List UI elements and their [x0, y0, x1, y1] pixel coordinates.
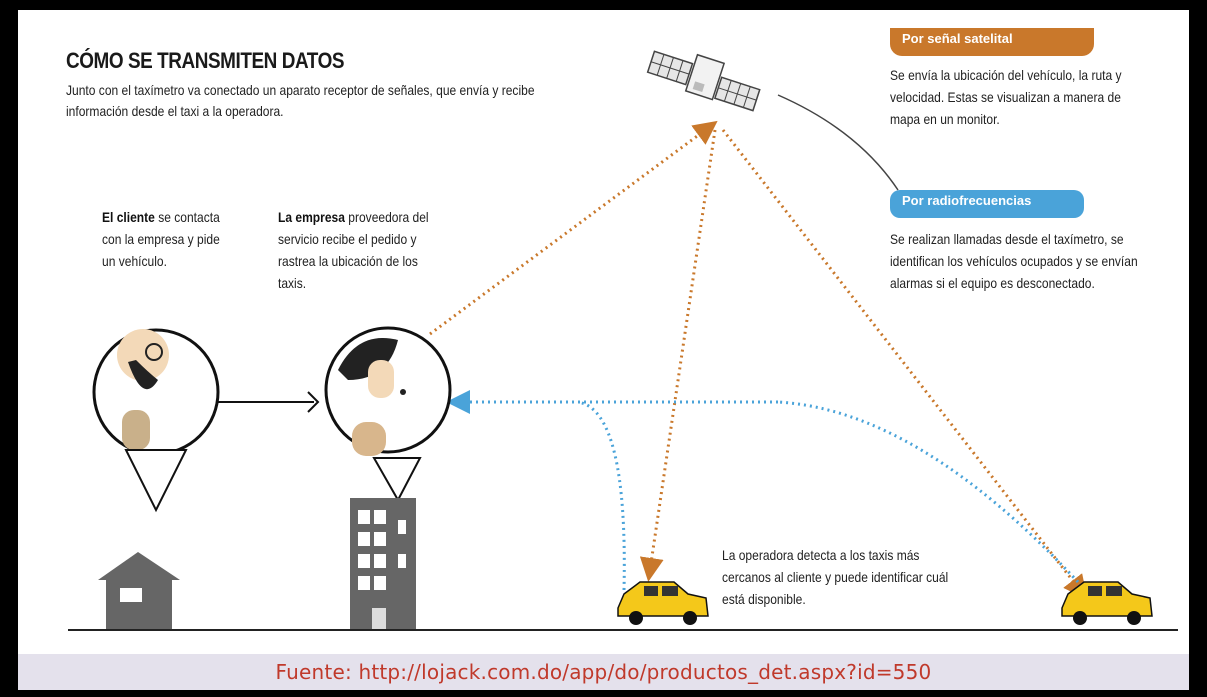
radio-method-badge: Por radiofrecuencias — [890, 190, 1084, 218]
company-note-text: proveedora del servicio recibe el pedido… — [278, 209, 429, 291]
orbit-arc — [777, 94, 899, 191]
infographic-title: CÓMO SE TRANSMITEN DATOS — [66, 48, 345, 73]
house-icon — [98, 552, 180, 630]
infographic-canvas: CÓMO SE TRANSMITEN DATOS Junto con el ta… — [18, 10, 1189, 654]
taxi-icon — [1061, 581, 1153, 625]
operator-person-icon — [324, 326, 452, 503]
client-person-icon — [92, 328, 220, 513]
client-note-bold: El cliente — [102, 209, 155, 225]
satellite-icon — [646, 50, 761, 112]
satellite-method-badge: Por señal satelital — [890, 28, 1094, 56]
client-note: El cliente se contacta con la empresa y … — [102, 206, 231, 272]
radio-link-taxi-2 — [777, 400, 1080, 584]
diagram-graphics — [68, 50, 1178, 631]
satellite-link-taxi-1 — [639, 129, 717, 582]
source-footer: Fuente: http://lojack.com.do/app/do/prod… — [18, 654, 1189, 690]
satellite-method-description: Se envía la ubicación del vehículo, la r… — [890, 67, 1122, 127]
company-note: La empresa proveedora del servicio recib… — [278, 206, 433, 294]
radio-link-taxi-1 — [577, 400, 626, 591]
satellite-link-taxi-2 — [721, 129, 1088, 600]
taxi-icon — [617, 581, 709, 625]
satellite-link-company — [429, 120, 718, 336]
operator-detection-note: La operadora detecta a los taxis más cer… — [722, 547, 949, 607]
infographic-subtitle: Junto con el taxímetro va conectado un a… — [66, 82, 535, 119]
client-note-text: se contacta con la empresa y pide un veh… — [102, 209, 220, 269]
radio-method-description: Se realizan llamadas desde el taxímetro,… — [890, 231, 1138, 291]
office-building-icon — [350, 498, 416, 630]
company-note-bold: La empresa — [278, 209, 345, 225]
source-url-text: Fuente: http://lojack.com.do/app/do/prod… — [275, 660, 932, 684]
